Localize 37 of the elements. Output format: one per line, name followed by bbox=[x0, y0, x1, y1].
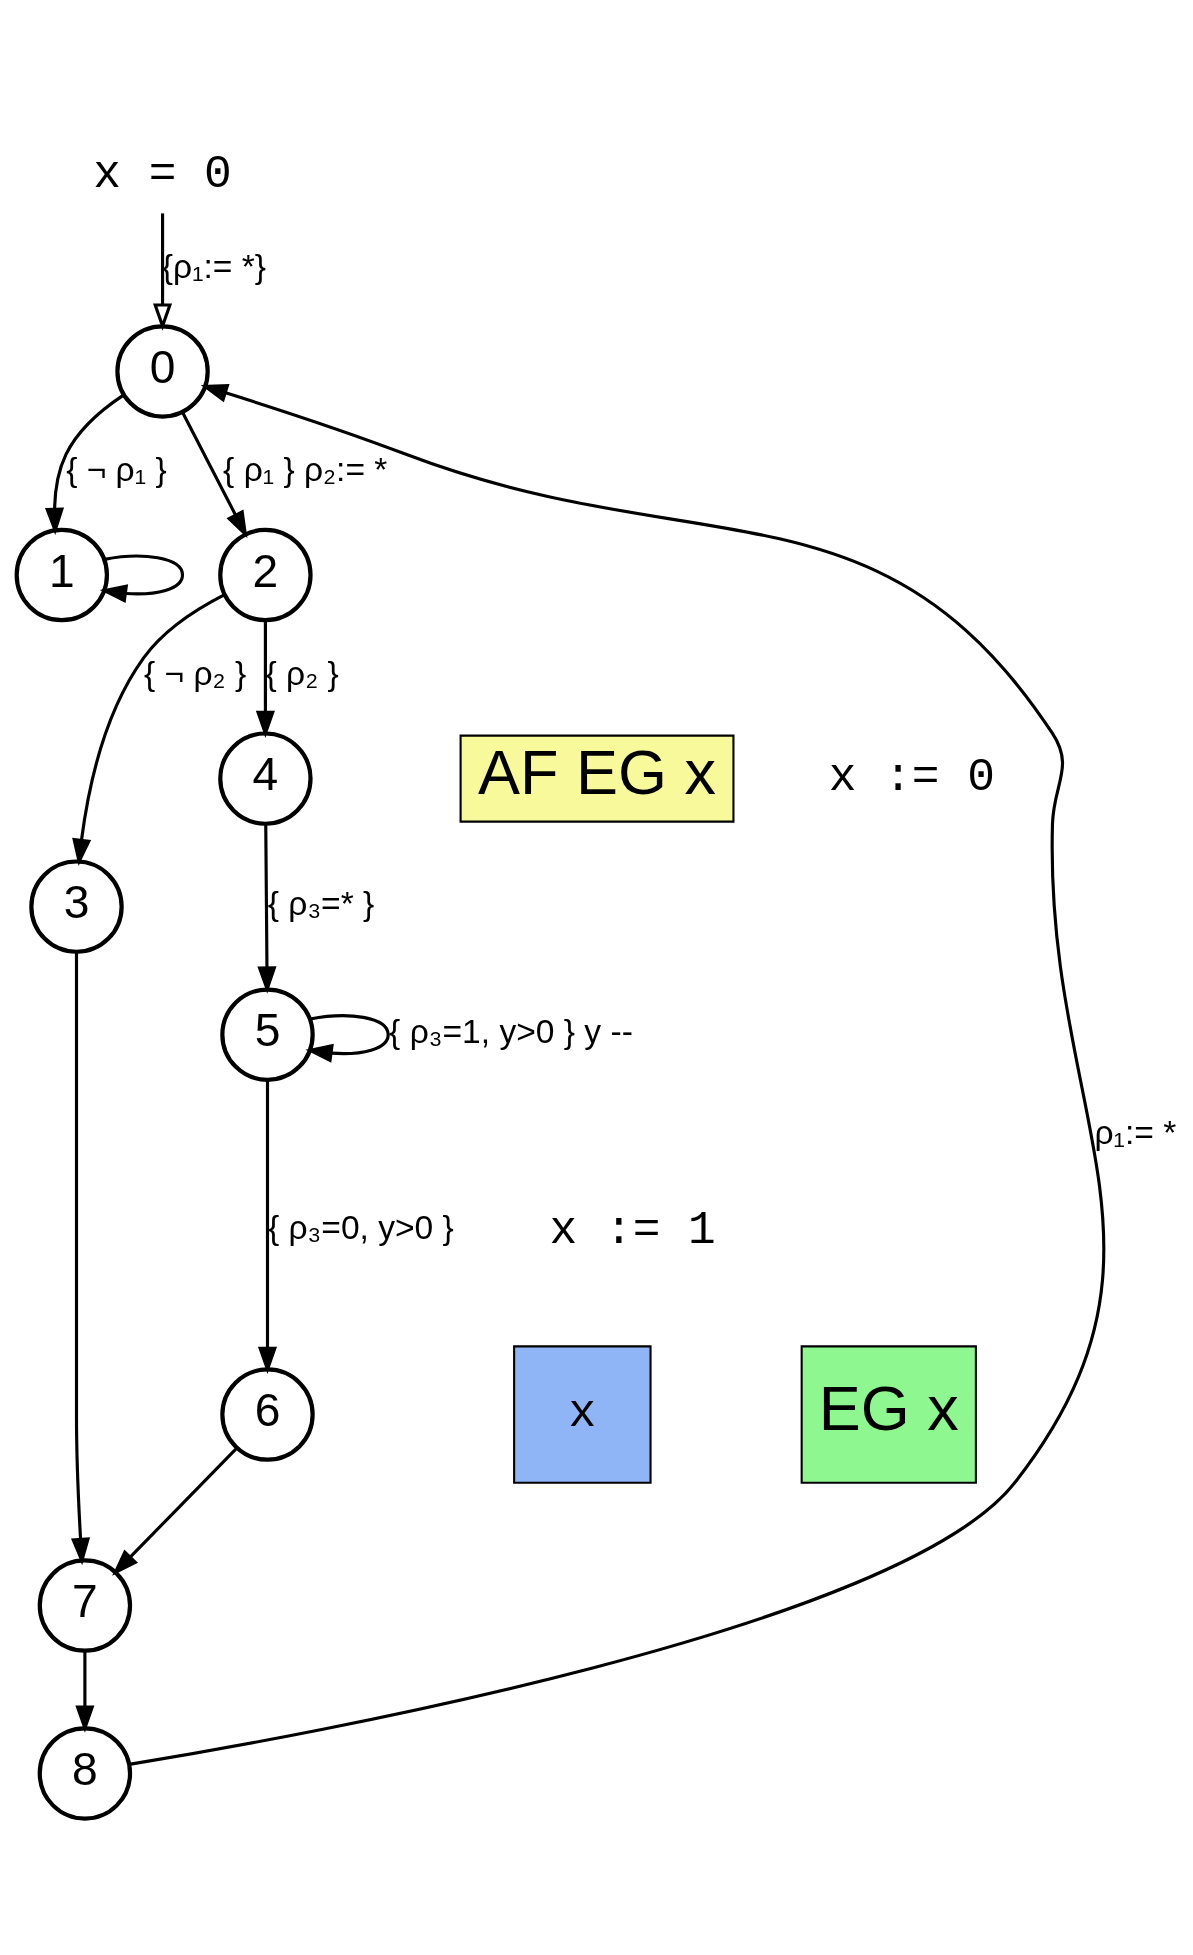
arrow bbox=[181, 410, 248, 538]
arrow bbox=[257, 1079, 278, 1374]
edge-label: { ¬ ρ₁ } bbox=[66, 450, 167, 488]
node-circle: 2 bbox=[218, 527, 313, 622]
node-circle: 4 bbox=[218, 730, 313, 826]
edge-label: { ρ₂ } bbox=[265, 654, 339, 692]
edge-label: {ρ₁:= *} bbox=[161, 247, 267, 285]
edge-label: { ρ₃=0, y>0 } bbox=[267, 1208, 454, 1246]
label: x := 1 bbox=[549, 1204, 716, 1257]
node-circle: 1 bbox=[14, 527, 110, 622]
node-circle: 6 bbox=[220, 1366, 315, 1462]
arrow bbox=[112, 1446, 238, 1576]
edge-label: { ρ₁ } ρ₂:= * bbox=[223, 450, 388, 488]
arrow bbox=[153, 212, 173, 331]
node-circle: 5 bbox=[220, 986, 315, 1082]
arrow bbox=[44, 393, 125, 535]
edge-label: ρ₁:= * bbox=[1094, 1113, 1177, 1151]
arrow bbox=[99, 554, 185, 603]
edge-label: { ρ₃=* } bbox=[267, 884, 375, 922]
node-circle: 3 bbox=[29, 858, 124, 954]
node-circle: 8 bbox=[37, 1725, 133, 1821]
arrow bbox=[255, 619, 275, 738]
node-circle: 7 bbox=[37, 1557, 133, 1653]
arrow bbox=[70, 951, 91, 1565]
node-text: x = 0 bbox=[93, 148, 232, 201]
arrow bbox=[257, 823, 277, 994]
node-circle: 0 bbox=[115, 323, 210, 419]
edge-label: { ¬ ρ₂ } bbox=[144, 654, 247, 692]
node-box: x bbox=[513, 1344, 652, 1484]
arrow bbox=[75, 1651, 95, 1733]
arrow bbox=[72, 592, 226, 866]
edge-label: { ρ₃=1, y>0 } y -- bbox=[389, 1012, 633, 1050]
arrow bbox=[129, 383, 1105, 1766]
label: x := 0 bbox=[828, 751, 995, 804]
arrow bbox=[305, 1013, 390, 1063]
node-box: EG x bbox=[800, 1344, 977, 1484]
node-box: AF EG x bbox=[459, 734, 735, 823]
